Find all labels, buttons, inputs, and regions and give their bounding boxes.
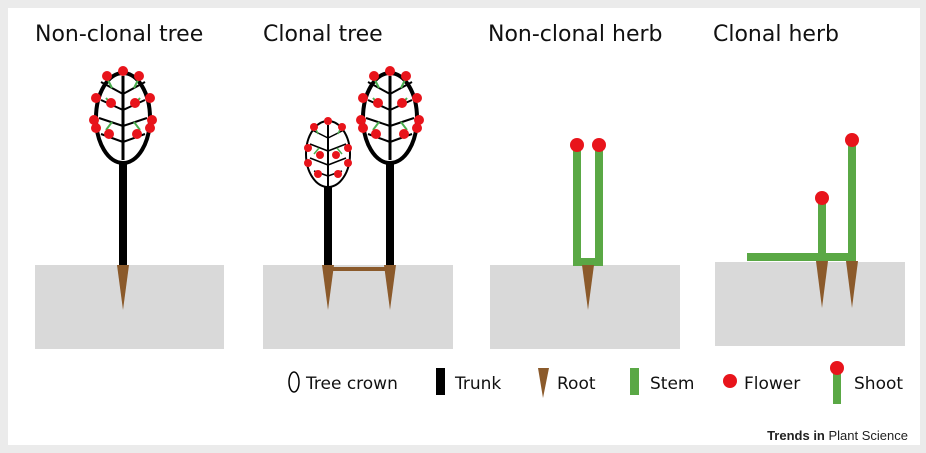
- stem: [848, 143, 856, 261]
- soil-block-clonal-tree: [263, 265, 453, 349]
- stem-legend-icon: [630, 368, 639, 395]
- legend-label-trunk: Trunk: [455, 374, 501, 394]
- journal-credit-prefix: Trends in: [767, 428, 825, 443]
- legend-label-shoot: Shoot: [854, 374, 903, 394]
- flower: [845, 133, 859, 147]
- legend-label-flower: Flower: [744, 374, 800, 394]
- stem: [573, 258, 603, 266]
- shoot-legend-stem-icon: [833, 372, 841, 404]
- tree-crown-legend-icon: [289, 372, 299, 392]
- flower: [592, 138, 606, 152]
- tree-crown: [89, 66, 157, 163]
- legend-label-tree-crown: Tree crown: [306, 374, 398, 394]
- journal-credit: Trends in Plant Science: [767, 428, 908, 443]
- figure-card: Non-clonal tree Clonal tree Non-clonal h…: [8, 8, 920, 445]
- soil-block-clonal-herb: [715, 262, 905, 346]
- stem: [818, 200, 826, 261]
- trunk-legend-icon: [436, 368, 445, 395]
- legend-label-root: Root: [557, 374, 596, 394]
- flower: [570, 138, 584, 152]
- soil-block-non-clonal-tree: [35, 265, 224, 349]
- trunk: [119, 160, 127, 266]
- root-legend-icon: [538, 368, 549, 398]
- stem: [595, 148, 603, 266]
- legend-label-stem: Stem: [650, 374, 694, 394]
- stem: [573, 148, 581, 266]
- flower: [815, 191, 829, 205]
- flower-legend-icon: [723, 374, 737, 388]
- tree-crown: [356, 66, 424, 163]
- stolon: [747, 253, 853, 261]
- trunk: [386, 160, 394, 266]
- trunk: [324, 186, 332, 266]
- shoot-legend-flower-icon: [830, 361, 844, 375]
- journal-credit-suffix: Plant Science: [829, 428, 909, 443]
- tree-crown-small: [304, 117, 352, 187]
- root-connector: [329, 267, 390, 271]
